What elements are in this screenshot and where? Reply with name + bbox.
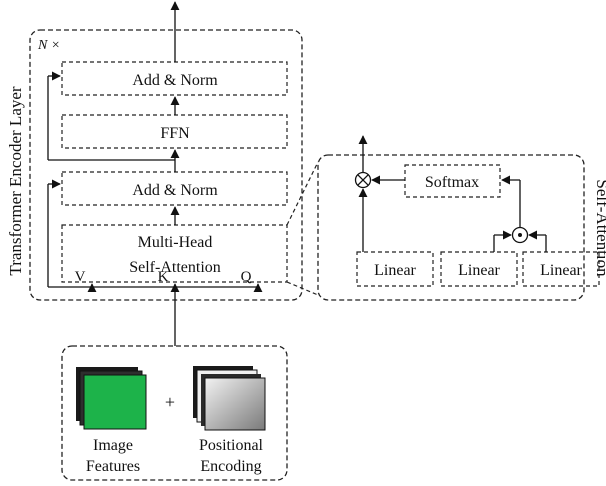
encoder-layer-box: [29, 29, 303, 301]
softmax-box: [404, 164, 501, 198]
linear-label-1: Linear: [374, 262, 416, 279]
mha-label-line2: Self-Attention: [129, 259, 221, 276]
inputs-box: [61, 345, 288, 481]
softmax-label: Softmax: [425, 174, 479, 191]
encoder-flow-arrows: [47, 1, 263, 346]
multiply-icon: [354, 171, 372, 189]
self-attention-box: [317, 154, 585, 301]
input-k-label: K: [158, 269, 169, 285]
self-attention-arrows: [358, 135, 547, 252]
image-features-icon: [76, 367, 147, 430]
positional-label-line1: Positional: [199, 437, 264, 454]
positional-label-line2: Encoding: [200, 458, 261, 475]
dot-product-icon: [511, 226, 529, 244]
positional-encoding-icon: [193, 366, 266, 431]
plus-sign: +: [165, 392, 175, 412]
encoder-side-label: Transformer Encoder Layer: [6, 86, 25, 275]
linear-box-1: [356, 251, 434, 287]
ffn-label: FFN: [160, 125, 190, 142]
input-q-label: Q: [241, 269, 252, 285]
linear-box-2: [440, 251, 518, 287]
self-attention-side-label: Self-Attention: [593, 179, 606, 277]
add-norm-bottom-label: Add & Norm: [132, 182, 218, 199]
linear-label-2: Linear: [458, 262, 500, 279]
repeat-label: N ×: [37, 38, 60, 53]
image-features-label-line1: Image: [93, 437, 133, 454]
zoom-connectors: [286, 161, 319, 296]
linear-box-3: [522, 251, 600, 287]
image-features-label-line2: Features: [86, 458, 140, 475]
linear-label-3: Linear: [540, 262, 582, 279]
mha-label-line1: Multi-Head: [138, 234, 213, 251]
input-v-label: V: [75, 269, 86, 285]
add-norm-top-label: Add & Norm: [132, 72, 218, 89]
